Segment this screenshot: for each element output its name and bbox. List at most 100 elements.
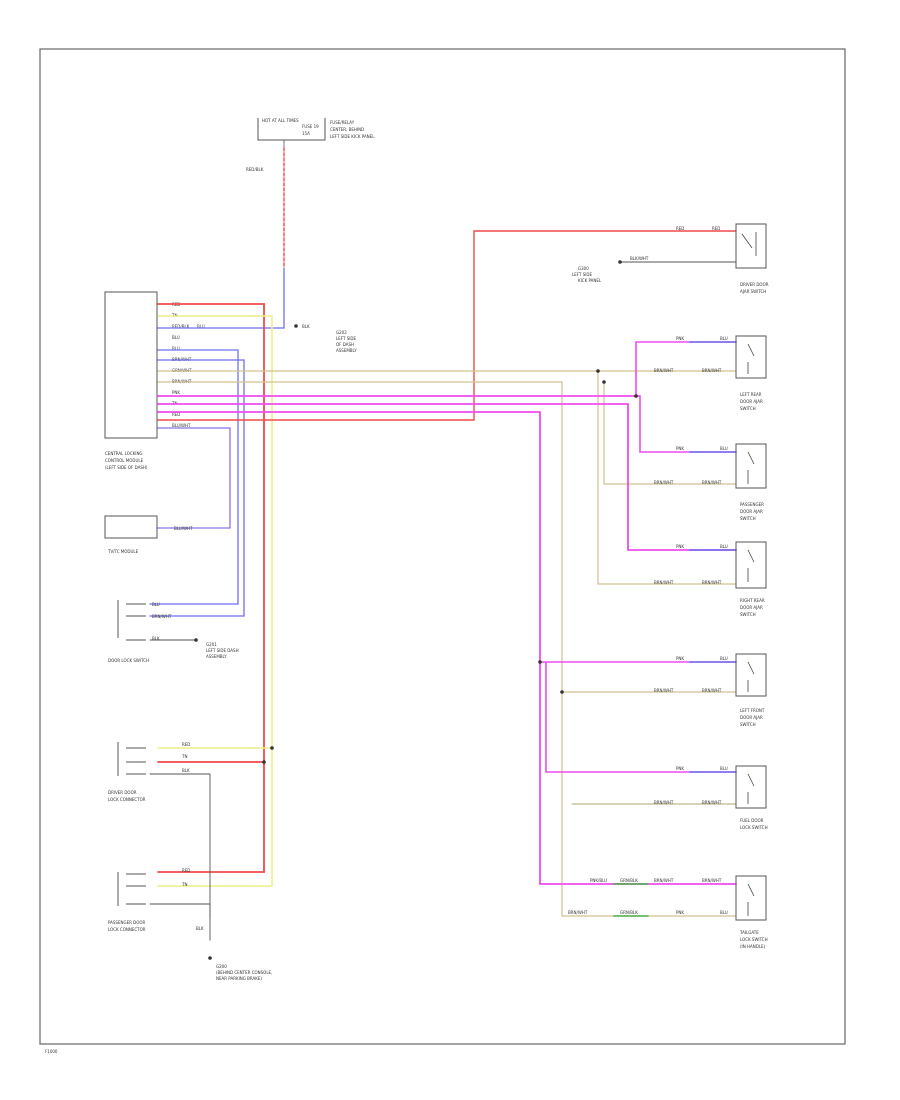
right-rear-wire-brn: BRN/WHT — [654, 580, 674, 585]
driver-ajar-symbol — [741, 232, 757, 256]
door-lock-switch-label: DOOR LOCK SWITCH — [108, 658, 149, 663]
wire-pnk-bus-2 — [157, 403, 737, 551]
tvtc-module-box — [104, 515, 158, 539]
passenger-lock-connector: PASSENGER DOOR LOCK CONNECTOR RED TN BLK — [108, 868, 204, 932]
passenger-line-1: PASSENGER — [740, 502, 764, 507]
right-rear-wire-pnk: PNK — [676, 544, 684, 549]
passenger-wire-pnk: PNK — [676, 446, 684, 451]
g201-line-2: LEFT SIDE DASH — [206, 648, 239, 653]
passenger-conn-wire-red: RED — [182, 868, 190, 873]
right-rear-symbol — [747, 549, 755, 582]
left-rear-wire-brn: BRN/WHT — [654, 368, 674, 373]
central-locking-module-line-1: CENTRAL LOCKING — [105, 451, 143, 456]
pin-label-blu: BLU — [172, 335, 180, 340]
fuse-block-note-1: FUSE/RELAY — [330, 120, 355, 125]
passenger-symbol — [747, 451, 755, 484]
tailgate-lock-switch: TAILGATE LOCK SWITCH (IN HANDLE) PNK/BLU… — [568, 875, 768, 949]
splice-tan — [270, 746, 274, 750]
tailgate-wire-grn-2: GRN/BLK — [620, 910, 638, 915]
tailgate-line-3: (IN HANDLE) — [740, 944, 766, 949]
wire-tan-bus-2 — [157, 381, 737, 917]
g200-line-2: (BEHIND CENTER CONSOLE, — [216, 970, 272, 975]
left-front-wire-pnk: PNK — [676, 656, 684, 661]
right-rear-line-3: SWITCH — [740, 612, 756, 617]
pin-label-pnk: PNK — [172, 390, 180, 395]
driver-conn-wire-red: RED — [182, 742, 190, 747]
passenger-connector-pins — [126, 873, 146, 905]
ground-dot-g202 — [294, 324, 298, 328]
wire-red-power — [157, 303, 265, 873]
left-front-symbol — [747, 661, 755, 692]
left-front-line-1: LEFT FRONT — [740, 708, 765, 713]
blu-wire-label-top: BLU — [197, 324, 205, 329]
wire-red-driver-ajar — [157, 230, 737, 421]
passenger-wire-brn-2: BRN/WHT — [702, 480, 722, 485]
central-locking-module-line-3: (LEFT SIDE OF DASH) — [105, 465, 148, 470]
driver-ajar-wire-red-2: RED — [712, 226, 720, 231]
driver-connector-line-2: LOCK CONNECTOR — [108, 797, 146, 802]
left-front-wire-brn-2: BRN/WHT — [702, 688, 722, 693]
passenger-conn-wire-blk: BLK — [196, 926, 204, 931]
ground-dot-driver-ajar — [618, 260, 622, 264]
fuse-block: HOT AT ALL TIMES FUSE 19 15A FUSE/RELAY … — [257, 118, 375, 148]
driver-conn-wire-blk: BLK — [182, 768, 190, 773]
pin-label-red-blk: RED/BLK — [172, 324, 190, 329]
g300-line-2: LEFT SIDE — [572, 272, 593, 277]
right-rear-wire-brn-2: BRN/WHT — [702, 580, 722, 585]
right-rear-box — [735, 541, 767, 589]
pin-label-blu-wht: BLU/WHT — [172, 423, 191, 428]
passenger-wire-blu: BLU — [720, 446, 728, 451]
g300-line-3: KICK PANEL — [578, 278, 602, 283]
pin-label-blu-2: BLU — [172, 346, 180, 351]
fuse-block-note-3: LEFT SIDE KICK PANEL — [330, 134, 375, 139]
splice-pnk-1 — [634, 394, 638, 398]
driver-ajar-wire-red: RED — [676, 226, 684, 231]
driver-ajar-box — [735, 223, 767, 269]
diagram-frame — [39, 48, 846, 1045]
footer-code: F1000 — [45, 1049, 58, 1054]
tailgate-symbol — [747, 883, 755, 916]
fuel-door-box — [735, 765, 767, 809]
ground-dot-lock-sw — [194, 638, 198, 642]
fuse-block-outline — [257, 118, 326, 141]
splice-tan-3 — [560, 690, 564, 694]
left-rear-line-2: DOOR AJAR — [740, 399, 763, 404]
wire-blu-top — [157, 267, 285, 329]
passenger-ajar-switch: PASSENGER DOOR AJAR SWITCH PNK BLU BRN/W… — [654, 443, 767, 521]
splice-red — [262, 760, 266, 764]
passenger-box — [735, 443, 767, 489]
g202-line-1: G202 — [336, 330, 347, 335]
splice-dots — [194, 260, 638, 960]
right-rear-ajar-switch: RIGHT REAR DOOR AJAR SWITCH PNK BLU BRN/… — [654, 541, 767, 617]
driver-lock-connector: DRIVER DOOR LOCK CONNECTOR RED TN BLK — [108, 742, 190, 802]
passenger-connector-line-1: PASSENGER DOOR — [108, 920, 146, 925]
splice-pnk-2 — [538, 660, 542, 664]
right-rear-line-1: RIGHT REAR — [740, 598, 765, 603]
wire-blu-lock-sw-1 — [149, 349, 239, 605]
driver-ajar-line-2: AJAR SWITCH — [740, 289, 766, 294]
tailgate-box — [735, 875, 767, 921]
fuse-block-line-1: HOT AT ALL TIMES — [262, 118, 299, 123]
ground-dot-bottom — [208, 956, 212, 960]
passenger-conn-wire-tan: TN — [181, 882, 187, 887]
fuse-block-line-3: 15A — [302, 131, 310, 136]
tailgate-wire-blu: BLU — [720, 910, 728, 915]
passenger-wire-brn: BRN/WHT — [654, 480, 674, 485]
splice-tan-1 — [596, 369, 600, 373]
central-locking-module-line-2: CONTROL MODULE — [105, 458, 144, 463]
lock-switch-wire-3: BLK — [152, 636, 160, 641]
splice-tan-2 — [602, 380, 606, 384]
lock-switch-wire-2: BRN/WHT — [152, 614, 172, 619]
left-rear-line-1: LEFT REAR — [740, 392, 762, 397]
tailgate-line-2: LOCK SWITCH — [740, 937, 768, 942]
passenger-connector-line-2: LOCK CONNECTOR — [108, 927, 146, 932]
wire-pnk-bus-3 — [157, 411, 737, 885]
left-rear-wire-blu: BLU — [720, 336, 728, 341]
tailgate-line-1: TAILGATE — [739, 930, 759, 935]
fuel-door-wire-brn: BRN/WHT — [654, 800, 674, 805]
g202-line-4: ASSEMBLY — [336, 348, 357, 353]
fuse-wire-label: RED/BLK — [246, 167, 264, 172]
left-rear-wire-pnk: PNK — [676, 336, 684, 341]
g300-line-1: G300 — [578, 266, 589, 271]
wire-ground-pass-conn — [149, 903, 211, 941]
